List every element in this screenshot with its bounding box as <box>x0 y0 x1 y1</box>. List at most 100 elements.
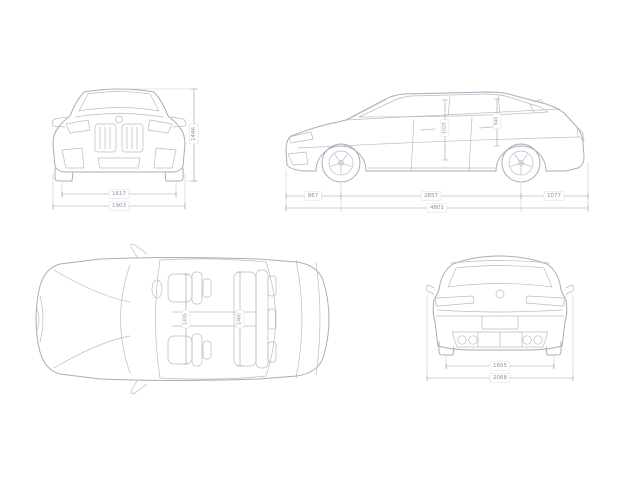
tailgate-crease <box>437 309 563 313</box>
bench-backrest <box>255 269 269 369</box>
headrest <box>267 308 277 330</box>
dim-label-box <box>440 119 450 137</box>
door-handles <box>420 126 494 131</box>
windshield-arcs <box>120 259 161 379</box>
side-body-outline <box>285 91 585 172</box>
top-mirrors <box>130 243 148 395</box>
side-taillight <box>576 126 585 142</box>
dim-label-box <box>108 201 130 211</box>
dim-value: 1446 <box>191 127 197 141</box>
roof-spoiler <box>450 260 550 264</box>
dim-value: 867 <box>308 193 319 199</box>
roof-lines <box>159 258 267 380</box>
dim-value: 1435 <box>183 313 189 325</box>
dim-value: 4801 <box>430 205 444 211</box>
seat-backrest <box>191 333 203 367</box>
dim-label-box <box>489 373 511 383</box>
roof-spoiler-edge <box>315 262 321 376</box>
hood-lines <box>53 269 131 369</box>
dim-label-box <box>420 191 442 201</box>
wheelbase-label: 2857 <box>420 191 442 201</box>
front-view-dimensions: 1617 1903 1446 <box>52 88 199 211</box>
front-width-label: 1903 <box>108 201 130 211</box>
roof-antenna <box>533 99 544 104</box>
rear-view-drawing <box>425 255 575 356</box>
rear-body-outline <box>432 255 568 351</box>
dim-label-box <box>543 191 565 201</box>
top-view-dimensions: 1435 1460 <box>181 271 245 367</box>
rear-wheels <box>438 341 562 356</box>
rear-extension-lines <box>426 295 574 381</box>
front-wheel <box>321 143 361 183</box>
front-cowl-line <box>74 113 164 118</box>
dim-value: 1460 <box>237 313 243 325</box>
kidney-grille-right <box>121 123 144 153</box>
dim-label-box <box>235 309 245 329</box>
rear-bench <box>233 269 277 369</box>
dim-label-box <box>181 309 191 329</box>
cabin-rear-label: 940 <box>492 113 502 129</box>
side-view: 1025 940 867 2857 1077 4 <box>285 91 589 213</box>
dim-value: 1077 <box>547 193 561 199</box>
front-seat-right <box>167 333 212 367</box>
spokes <box>510 153 532 175</box>
rim <box>508 150 534 176</box>
seat-cushion <box>167 273 193 303</box>
rear-wheel <box>501 143 541 183</box>
side-view-dimensions: 1025 940 867 2857 1077 4 <box>285 98 589 213</box>
steering-wheel <box>151 279 163 299</box>
rear-track-label: 1605 <box>489 361 511 371</box>
side-view-drawing <box>285 91 585 183</box>
side-front-intake <box>287 151 309 166</box>
rear-view: 1605 2068 <box>425 255 575 383</box>
side-headlight <box>288 131 314 144</box>
headrest <box>267 275 277 297</box>
grille-slats <box>99 126 138 150</box>
rear-view-dimensions: 1605 2068 <box>426 295 574 383</box>
interior-rear-label: 1460 <box>235 309 245 329</box>
windshield-edge <box>348 98 388 120</box>
exhaust-tip <box>468 335 478 345</box>
rear-mirrors <box>425 284 575 295</box>
door-lines <box>410 116 473 172</box>
front-extension-lines <box>52 88 198 210</box>
rim <box>328 150 354 176</box>
diffuser <box>451 331 549 348</box>
front-overhang-label: 867 <box>304 191 322 201</box>
dim-label-box <box>304 191 322 201</box>
spokes <box>330 153 352 175</box>
rear-window <box>447 265 553 288</box>
dim-label-box <box>108 189 130 199</box>
dim-value: 1903 <box>112 203 126 209</box>
exhaust-tip <box>533 335 543 345</box>
dim-value: 1025 <box>442 122 448 134</box>
nose-lines <box>36 295 44 343</box>
headrest <box>202 278 212 298</box>
top-view: 1435 1460 <box>35 243 330 395</box>
kidney-grille-left <box>94 123 117 153</box>
dim-label-box <box>189 123 199 145</box>
tire <box>501 143 541 183</box>
brand-roundel-rear <box>495 289 505 299</box>
interior-front-label: 1435 <box>181 309 191 329</box>
beltline <box>345 108 561 121</box>
brand-roundel-front <box>115 115 123 124</box>
exhaust-tip <box>522 335 532 345</box>
rear-window-arcs <box>265 259 303 379</box>
overall-length-label: 4801 <box>426 203 448 213</box>
dim-label-box <box>426 203 448 213</box>
dim-value: 1617 <box>112 191 126 197</box>
front-view-drawing <box>51 88 187 182</box>
front-track-label: 1617 <box>108 189 130 199</box>
rear-width-label: 2068 <box>489 373 511 383</box>
rear-overhang-label: 1077 <box>543 191 565 201</box>
side-glasshouse <box>358 93 549 118</box>
front-body-outline <box>52 88 186 173</box>
dim-value: 940 <box>494 117 500 126</box>
dim-value: 2068 <box>493 375 507 381</box>
front-wheels <box>54 167 184 182</box>
taillights <box>435 295 565 307</box>
dim-value: 2857 <box>424 193 438 199</box>
